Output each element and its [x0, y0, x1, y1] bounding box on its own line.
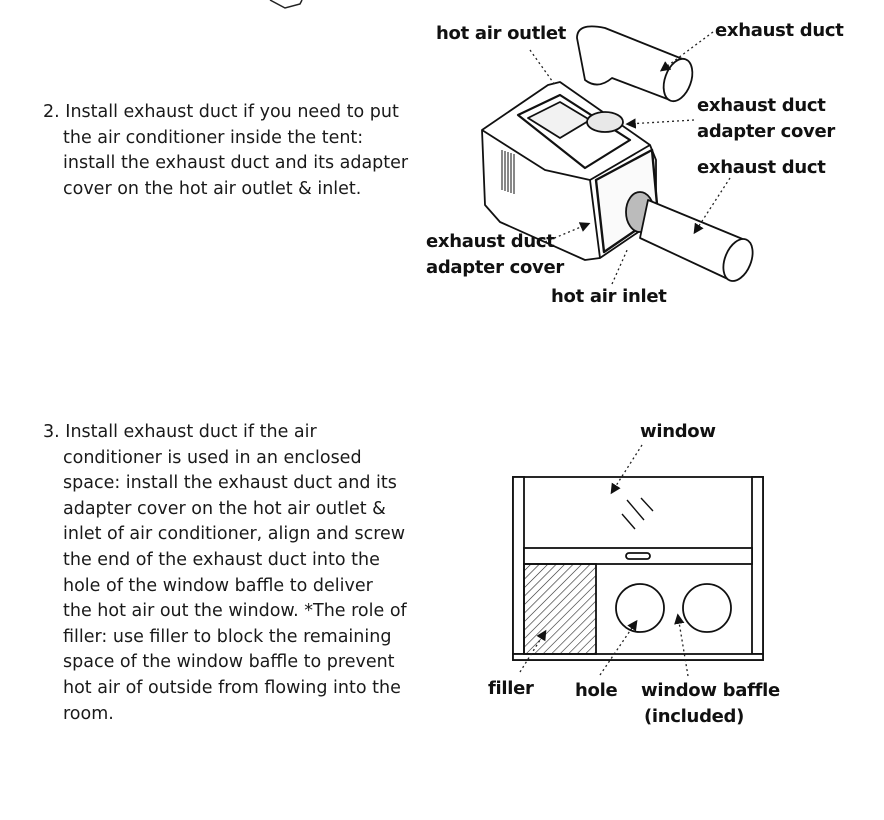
leader-lines-window	[519, 444, 689, 677]
label-window-baffle: window baffle (included)	[641, 680, 780, 727]
label-hole: hole	[575, 680, 618, 701]
leader-lines	[529, 31, 731, 285]
label-adapter-cover-right: exhaust duct adapter cover	[697, 95, 835, 142]
step-3-instructions: 3. Install exhaust duct if the air condi…	[43, 422, 407, 724]
label-exhaust-duct-right: exhaust duct	[697, 157, 826, 178]
step-2-instructions: 2. Install exhaust duct if you need to p…	[43, 102, 409, 199]
step-number: 2.	[43, 102, 60, 122]
partial-previous-illustration	[269, 0, 303, 9]
label-hot-air-outlet: hot air outlet	[436, 23, 567, 44]
label-filler: filler	[488, 678, 534, 699]
step-number: 3.	[43, 422, 60, 442]
label-hot-air-inlet: hot air inlet	[551, 286, 667, 307]
window-baffle-illustration	[512, 476, 764, 661]
label-adapter-cover-left: exhaust duct adapter cover	[426, 231, 564, 278]
label-window: window	[640, 421, 716, 442]
label-exhaust-duct-top: exhaust duct	[715, 20, 844, 41]
air-conditioner-illustration	[481, 25, 754, 282]
